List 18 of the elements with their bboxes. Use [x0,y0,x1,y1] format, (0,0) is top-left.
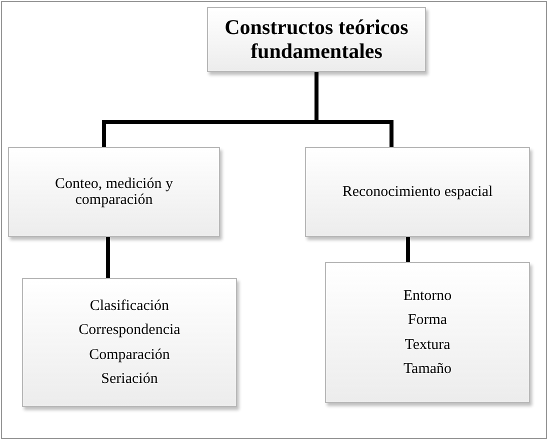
concept-box [325,262,530,403]
box-text: Comparación [89,346,170,363]
box-text: Correspondencia [78,322,180,338]
box-text: Clasificación [90,298,170,314]
box-text: Conteo, medición y comparación [54,176,174,208]
concept-box [22,278,237,407]
box-text: Entorno [403,288,452,304]
box-text: Tamaño [403,361,452,378]
box-text: Forma [408,312,448,328]
concept-box [8,147,220,237]
concept-box [207,7,426,72]
concept-box [305,147,530,237]
box-text: Textura [404,336,450,353]
connector-line [406,237,410,262]
box-text: Reconocimiento espacial [342,184,493,200]
box-text: Seriación [101,371,158,388]
title-text: Constructos teóricos fundamentales [224,16,410,63]
connector-line [106,237,110,278]
